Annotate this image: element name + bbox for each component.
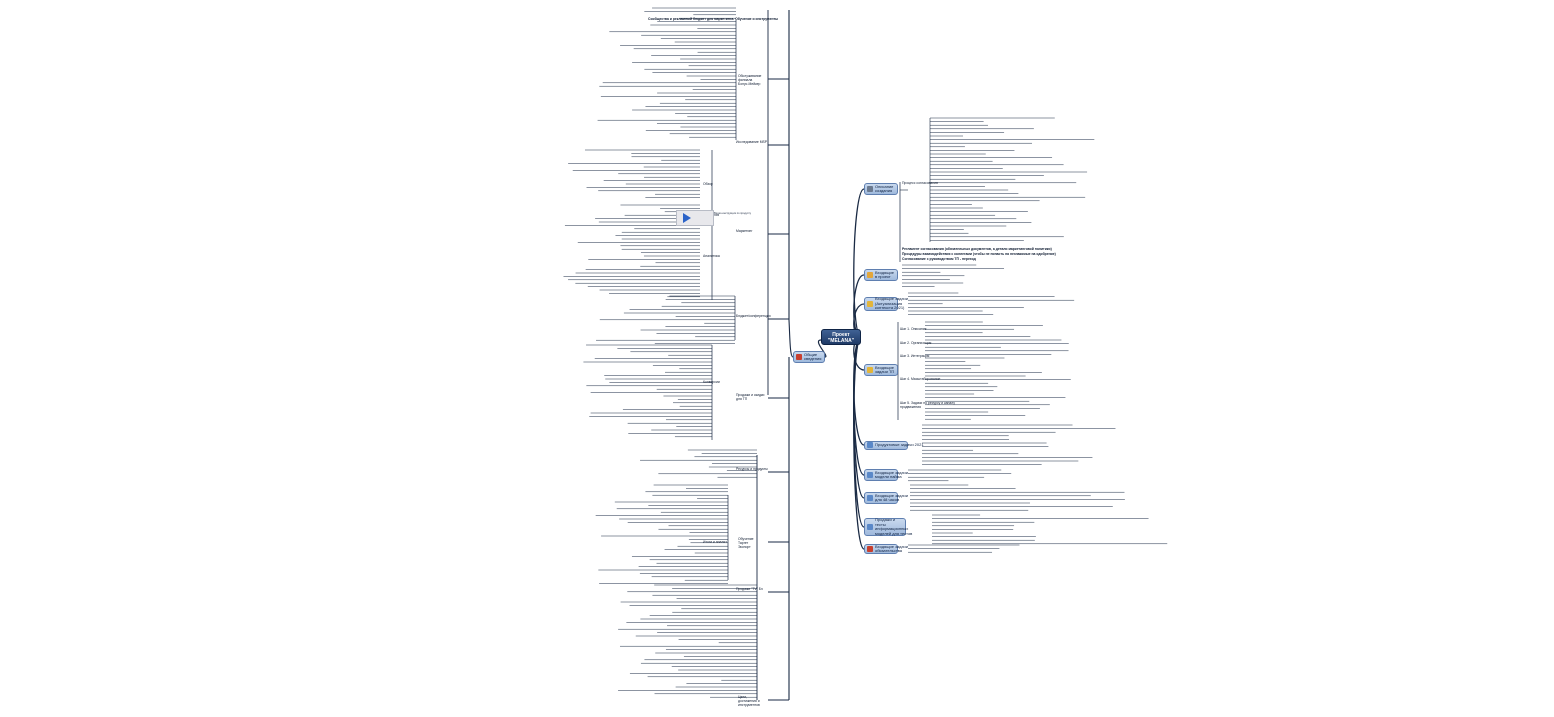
mid-label-4: Конверсии (703, 380, 720, 384)
branch-label: Входящие задачи для 48 часов (875, 492, 908, 502)
branch-label: Входящие задачи ТП (875, 364, 895, 374)
left-branch-5[interactable]: Продажи и скидки для ТП (736, 393, 765, 401)
mid-label-5: Итоги и анализ (703, 540, 727, 544)
video-thumbnail[interactable] (676, 210, 714, 226)
connector (788, 10, 794, 358)
root-node[interactable]: Проект "MELANA" (821, 329, 861, 345)
book-icon (796, 354, 802, 360)
chart-icon (867, 524, 873, 530)
branch-4[interactable]: Входящие задачи ТП (864, 364, 898, 376)
left-branch-1[interactable]: Обслуживание филиала Бонус-Мейкер (738, 74, 762, 86)
branch-7[interactable]: Входящие задачи для 48 часов (864, 492, 908, 504)
flag-icon (867, 546, 873, 552)
gear-icon (867, 186, 873, 192)
video-caption: Видео-инструкция по продукту (714, 212, 752, 215)
left-bold-header: Сообщества и рекламный бюджет для маркет… (648, 17, 779, 21)
branch-label: Входящие задачи (Актуализация контекста … (875, 296, 908, 311)
left-branch-6[interactable]: Ресурсы и продукты (736, 467, 768, 471)
branch-3[interactable]: Входящие задачи (Актуализация контекста … (864, 297, 908, 311)
chart-icon (867, 442, 873, 448)
connector (853, 336, 865, 550)
task-group-1: Шаг 1. Описание (900, 327, 927, 331)
process-label: Процесс согласования (902, 181, 938, 185)
branch-2[interactable]: Входящие в проект (864, 269, 898, 281)
branch-label: Продуктовые задачи 2021 (875, 441, 924, 447)
left-branch-8[interactable]: Продажи "TV" Бэ (736, 587, 763, 591)
task-group-5: Шаг 5. Задачи по ресурсу и каналу продви… (900, 401, 955, 409)
branch-label: Входящие в проект (875, 269, 894, 279)
branch-8[interactable]: Продажи и тесты информационных моделей д… (864, 517, 912, 536)
bold-note-1: Регламент согласования (обязательных док… (902, 247, 1052, 251)
left-branch-3[interactable]: Маркетинг (736, 229, 753, 233)
chart-icon (867, 472, 873, 478)
branch-label: Продажи и тесты информационных моделей д… (875, 517, 913, 536)
connector (817, 339, 827, 358)
task-group-3: Шаг 3. Интеграция (900, 354, 930, 358)
branch-label: Входящие задачи обязательства (875, 543, 908, 553)
bold-note-3: Согласование с руководством ТП - переход (902, 257, 976, 261)
branch-1[interactable]: Описание создания (864, 183, 898, 195)
mid-label-1: Обзор (703, 182, 713, 186)
task-group-4: Шаг 4. Масштабирование (900, 377, 941, 381)
branch-6[interactable]: Входящие задачи модели найма (864, 469, 908, 481)
left-main-label: Общие сведения (804, 351, 822, 361)
branch-label: Описание создания (875, 183, 894, 193)
bold-note-2: Процедуры взаимодействия с коллегами (чт… (902, 252, 1056, 256)
branch-5[interactable]: Продуктовые задачи 2021 (864, 440, 924, 450)
people-icon (867, 272, 873, 278)
task-group-2: Шаг 2. Организация (900, 341, 932, 345)
left-branch-7[interactable]: Обучение Таргет Экспорт (738, 537, 754, 549)
chart-icon (867, 495, 873, 501)
star-icon (867, 367, 873, 373)
root-label: Проект "MELANA" (827, 332, 855, 344)
star-icon (867, 301, 873, 307)
left-branch-2[interactable]: Исследование MSP (736, 140, 768, 144)
leaf-lines (563, 7, 1168, 698)
play-icon[interactable] (683, 213, 691, 223)
left-branch-4[interactable]: Бюджет/конференции (736, 314, 771, 318)
left-main-node[interactable]: Общие сведения (793, 351, 825, 363)
mid-label-3: Аналитика (703, 254, 720, 258)
left-branch-9[interactable]: Цели, достижения и инструментов (738, 695, 760, 707)
branch-label: Входящие задачи модели найма (875, 469, 908, 479)
branch-9[interactable]: Входящие задачи обязательства (864, 544, 908, 554)
